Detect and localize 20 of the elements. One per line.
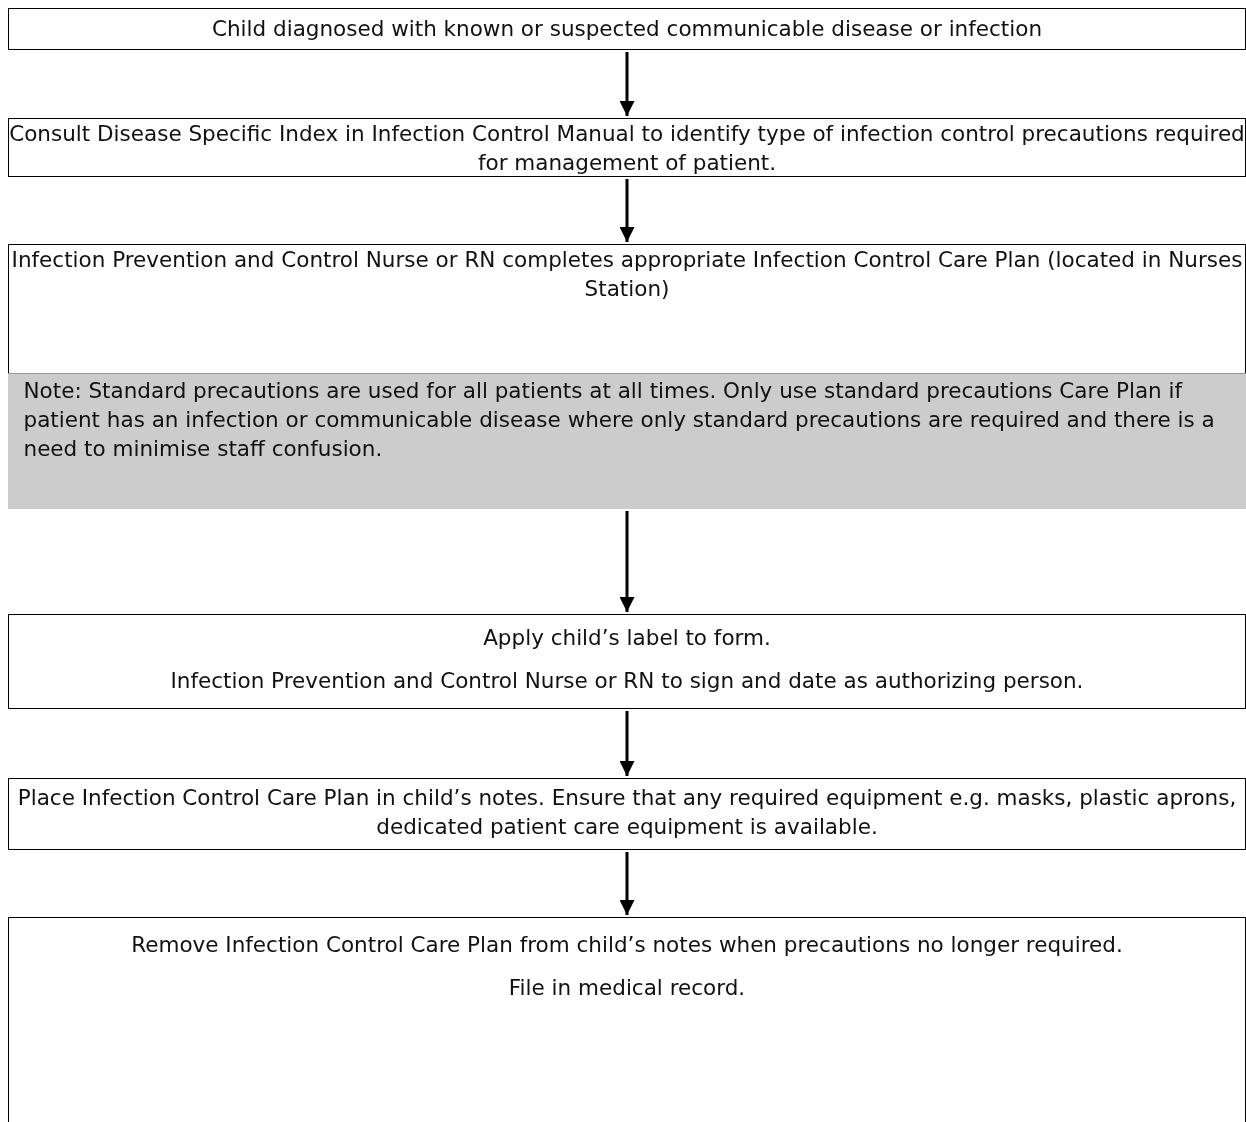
step-text: Child diagnosed with known or suspected communicable disease or infection bbox=[210, 15, 1044, 43]
process-box bbox=[8, 614, 1246, 709]
process-box bbox=[8, 244, 1246, 509]
note-text: Note: Standard precautions are used for all patients at all times. Only use standard precautions Care Plan if patient has an infection or communicable disease where only standard precautions are required and there is a need to minimise staff confusion. bbox=[22, 377, 1216, 463]
arrow bbox=[619, 852, 635, 915]
step-text: Place Infection Control Care Plan in child’s notes. Ensure that any required equipment e.g. masks, plastic aprons, dedicated patient care equipment is available. bbox=[16, 784, 1238, 841]
arrow bbox=[619, 511, 635, 612]
step-text: Apply child’s label to form. bbox=[482, 624, 772, 652]
step-text: Infection Prevention and Control Nurse or RN to sign and date as authorizing person. bbox=[169, 667, 1085, 695]
process-box bbox=[8, 917, 1246, 1122]
arrow bbox=[619, 179, 635, 242]
process-box bbox=[8, 778, 1246, 850]
step-text: Infection Prevention and Control Nurse or RN completes appropriate Infection Control Care Plan (located in Nurses Station) bbox=[10, 246, 1244, 303]
step-text: File in medical record. bbox=[507, 974, 747, 1002]
note-box bbox=[7, 373, 1246, 509]
process-box bbox=[8, 8, 1246, 50]
step-text: Consult Disease Specific Index in Infection Control Manual to identify type of infection control precautions required for management of patient. bbox=[9, 120, 1245, 177]
arrow bbox=[619, 711, 635, 776]
step-text: Remove Infection Control Care Plan from child’s notes when precautions no longer required. bbox=[130, 931, 1124, 959]
arrow bbox=[619, 52, 635, 116]
